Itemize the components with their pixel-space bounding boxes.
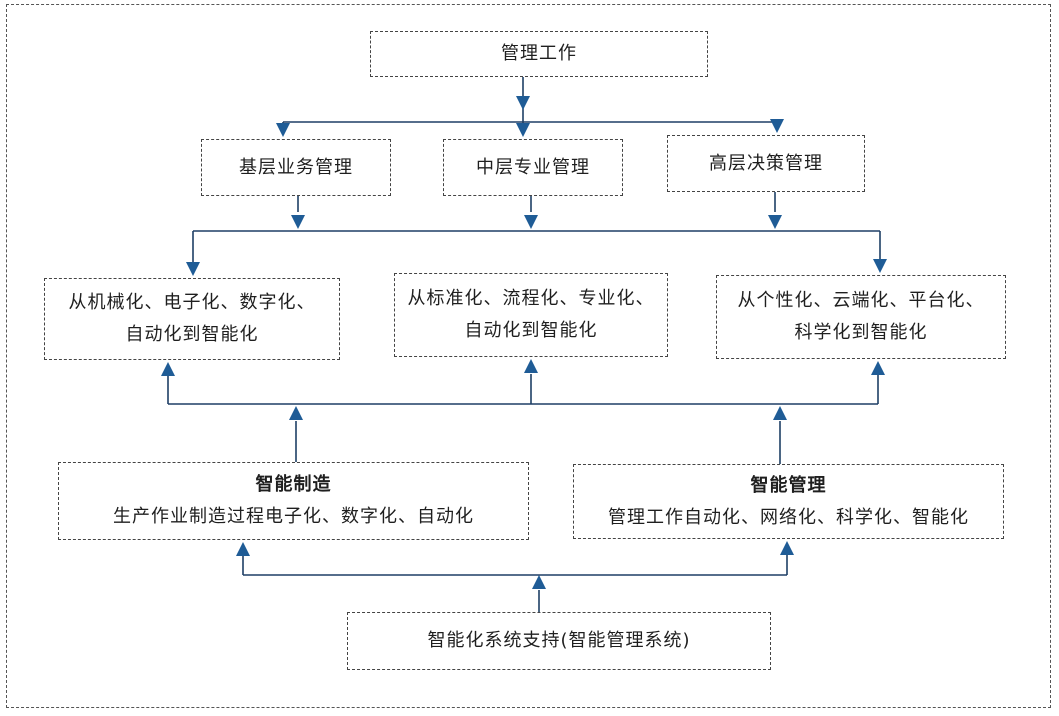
node-line: 管理工作 (501, 43, 577, 64)
node-smart-management: 智能管理 管理工作自动化、网络化、科学化、智能化 (573, 464, 1004, 539)
node-line: 自动化到智能化 (464, 320, 598, 341)
outer-frame (6, 4, 1051, 708)
node-smart-manufacturing: 智能制造 生产作业制造过程电子化、数字化、自动化 (58, 462, 529, 540)
node-management-work: 管理工作 (370, 31, 708, 77)
node-line: 智能化系统支持(智能管理系统) (427, 630, 691, 651)
node-basic-management: 基层业务管理 (201, 139, 391, 196)
node-line: 从标准化、流程化、专业化、 (407, 288, 655, 309)
node-middle-management: 中层专业管理 (443, 139, 623, 196)
node-line: 中层专业管理 (476, 156, 590, 178)
node-personalization-path: 从个性化、云端化、平台化、 科学化到智能化 (716, 275, 1006, 359)
node-mechanization-path: 从机械化、电子化、数字化、 自动化到智能化 (44, 278, 340, 360)
node-title: 智能管理 (750, 474, 827, 496)
node-standardization-path: 从标准化、流程化、专业化、 自动化到智能化 (394, 273, 668, 357)
node-line: 从个性化、云端化、平台化、 (737, 290, 985, 311)
node-line: 生产作业制造过程电子化、数字化、自动化 (113, 506, 474, 527)
node-line: 高层决策管理 (709, 152, 823, 174)
node-intelligent-system-support: 智能化系统支持(智能管理系统) (347, 612, 771, 670)
node-line: 基层业务管理 (239, 156, 353, 178)
node-line: 自动化到智能化 (125, 324, 259, 345)
node-line: 管理工作自动化、网络化、科学化、智能化 (608, 506, 969, 528)
node-line: 从机械化、电子化、数字化、 (68, 292, 316, 313)
node-senior-management: 高层决策管理 (667, 135, 865, 192)
node-line: 科学化到智能化 (794, 322, 928, 343)
node-title: 智能制造 (255, 474, 332, 495)
